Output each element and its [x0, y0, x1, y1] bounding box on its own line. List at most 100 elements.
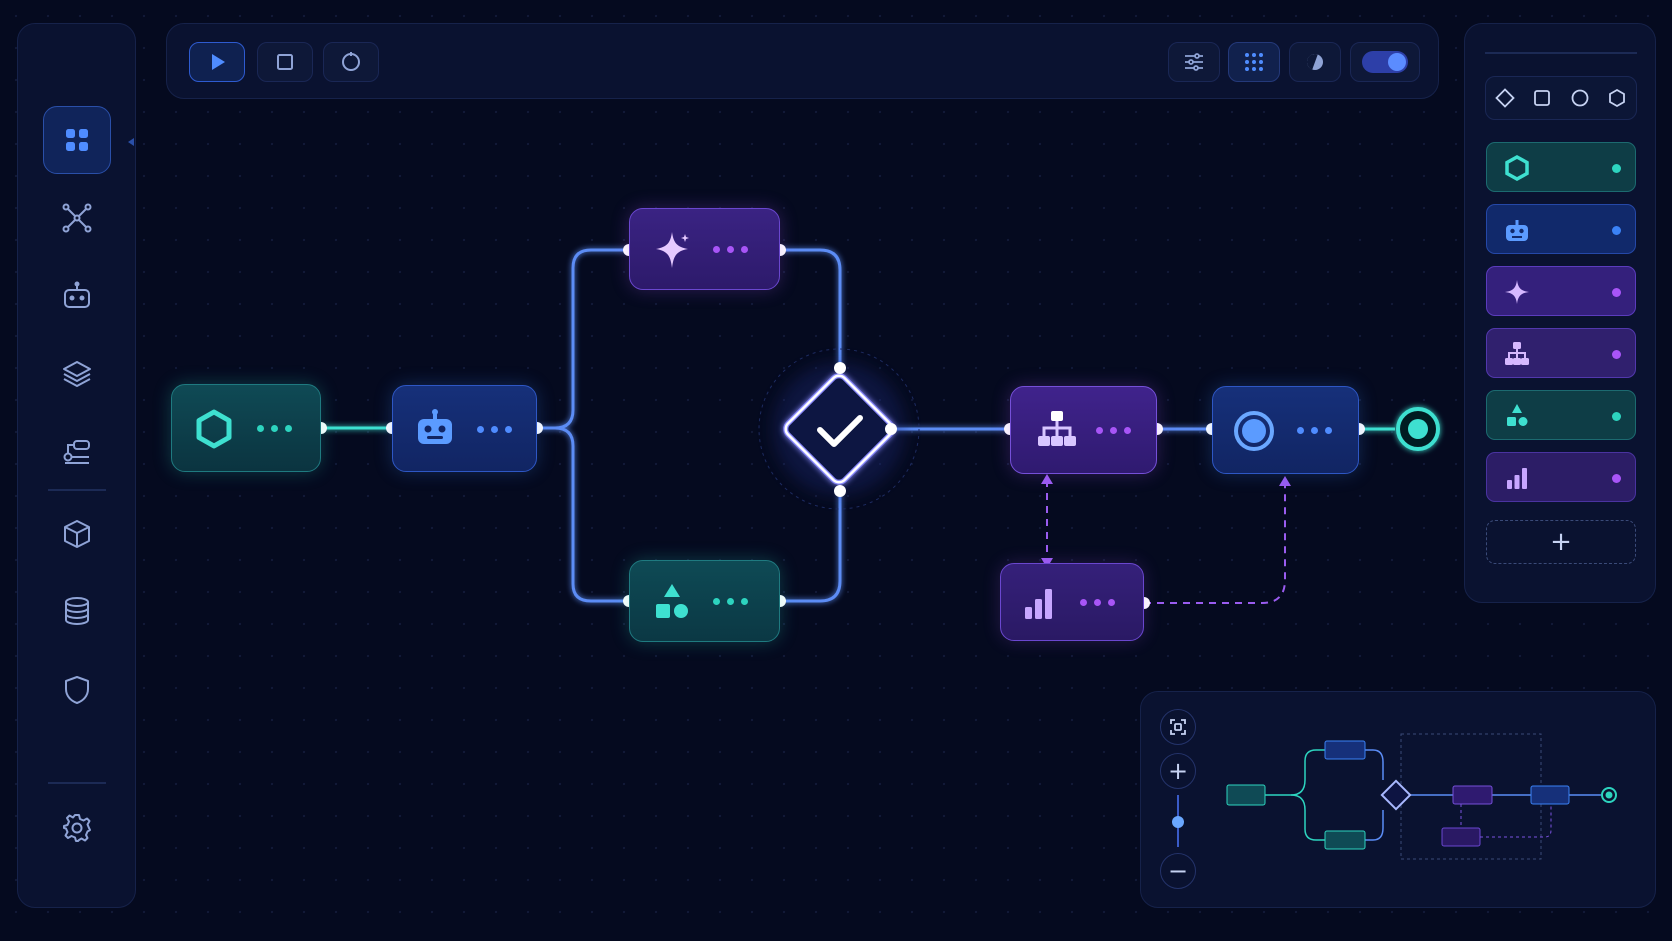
- minimap-preview: [1226, 733, 1617, 860]
- node-menu-dots[interactable]: [713, 246, 748, 253]
- palette-item-classify[interactable]: [1486, 390, 1636, 440]
- grid-button[interactable]: [1228, 42, 1280, 82]
- palette-dot: [1612, 350, 1621, 359]
- analytics-node[interactable]: [1000, 563, 1144, 641]
- edge-agent-generate: [537, 248, 630, 430]
- edge-analytics-output: [1144, 482, 1286, 604]
- palette-item-agent[interactable]: [1486, 204, 1636, 254]
- square-icon[interactable]: [1531, 87, 1553, 109]
- target-icon: [1234, 411, 1274, 451]
- play-button[interactable]: [189, 42, 245, 82]
- network-icon: [62, 203, 92, 233]
- port[interactable]: [834, 362, 846, 374]
- decision-node[interactable]: [758, 348, 920, 510]
- add-node-label: +: [1550, 527, 1572, 557]
- generate-node[interactable]: [629, 208, 780, 290]
- sparkle-icon: [1505, 280, 1529, 304]
- sidebar-item-settings[interactable]: [43, 794, 111, 862]
- stop-button[interactable]: [257, 42, 313, 82]
- node-menu-dots[interactable]: [257, 425, 292, 432]
- shape-tabs: [1485, 76, 1637, 120]
- database-icon: [65, 597, 89, 626]
- trigger-node[interactable]: [171, 384, 321, 472]
- node-menu-dots[interactable]: [1080, 599, 1115, 606]
- port[interactable]: [885, 423, 897, 435]
- robot-icon: [64, 281, 90, 308]
- sidebar-item-network[interactable]: [43, 184, 111, 252]
- end-node[interactable]: [1396, 407, 1440, 451]
- robot-icon: [418, 409, 452, 444]
- node-menu-dots[interactable]: [1297, 427, 1332, 434]
- hexagon-icon: [196, 409, 232, 449]
- stop-icon: [277, 54, 293, 70]
- sidebar-item-workflow[interactable]: [43, 418, 111, 486]
- port[interactable]: [834, 485, 846, 497]
- node-palette: +: [1464, 23, 1656, 603]
- palette-dot: [1612, 412, 1621, 421]
- router-node[interactable]: [1010, 386, 1157, 474]
- layers-icon: [63, 361, 91, 387]
- toggle-track: [1362, 51, 1408, 73]
- hierarchy-icon: [1038, 411, 1076, 446]
- circle-icon: [342, 52, 360, 71]
- palette-dot: [1612, 226, 1621, 235]
- play-icon: [212, 54, 225, 70]
- contrast-icon: [1307, 54, 1323, 70]
- node-menu-dots[interactable]: [1096, 427, 1131, 434]
- palette-item-generate[interactable]: [1486, 266, 1636, 316]
- edge-classify-decision: [780, 492, 842, 603]
- edge-generate-decision: [780, 248, 842, 366]
- zoom-slider-handle[interactable]: [1172, 816, 1184, 828]
- zoom-in-button[interactable]: +: [1160, 753, 1196, 789]
- dashboard-icon: [66, 129, 88, 151]
- zoom-out-label: −: [1167, 857, 1189, 885]
- palette-item-trigger[interactable]: [1486, 142, 1636, 192]
- shapes-icon: [1507, 404, 1528, 426]
- agent-node[interactable]: [392, 385, 537, 472]
- grid-icon: [1245, 53, 1263, 71]
- sidebar-divider: [48, 489, 106, 491]
- hierarchy-icon: [1505, 342, 1529, 365]
- cube-icon: [64, 520, 90, 548]
- sliders-icon: [1185, 53, 1203, 71]
- zoom-out-button[interactable]: −: [1160, 853, 1196, 889]
- gear-icon: [63, 814, 91, 842]
- arrow-up: [1279, 476, 1291, 486]
- sidebar-item-database[interactable]: [43, 577, 111, 645]
- classify-node[interactable]: [629, 560, 780, 642]
- active-indicator: [128, 138, 134, 146]
- sidebar-item-packages[interactable]: [43, 500, 111, 568]
- palette-dot: [1612, 288, 1621, 297]
- palette-dot: [1612, 164, 1621, 173]
- sidebar-divider: [48, 782, 106, 784]
- palette-item-analytics[interactable]: [1486, 452, 1636, 502]
- hexagon-icon[interactable]: [1606, 87, 1628, 109]
- circle-icon[interactable]: [1569, 87, 1591, 109]
- output-node[interactable]: [1212, 386, 1359, 474]
- robot-icon: [1506, 220, 1528, 241]
- top-toolbar: [166, 23, 1439, 99]
- edge-agent-classify: [537, 426, 630, 603]
- add-node-button[interactable]: +: [1486, 520, 1636, 564]
- toggle-knob: [1388, 53, 1406, 71]
- theme-button[interactable]: [1289, 42, 1341, 82]
- bar-chart-icon: [1507, 468, 1527, 489]
- reset-button[interactable]: [323, 42, 379, 82]
- sidebar-item-agents[interactable]: [43, 262, 111, 330]
- filters-button[interactable]: [1168, 42, 1220, 82]
- check-icon: [817, 415, 863, 447]
- zoom-in-label: +: [1167, 757, 1189, 785]
- diamond-icon[interactable]: [1494, 87, 1516, 109]
- sidebar-item-security[interactable]: [43, 656, 111, 724]
- sidebar-item-layers[interactable]: [43, 340, 111, 408]
- bar-chart-icon: [1025, 589, 1052, 619]
- workflow-icon: [63, 440, 90, 464]
- fit-view-button[interactable]: [1160, 709, 1196, 745]
- node-menu-dots[interactable]: [713, 598, 748, 605]
- palette-item-router[interactable]: [1486, 328, 1636, 378]
- node-menu-dots[interactable]: [477, 426, 512, 433]
- arrow-up: [1041, 474, 1053, 484]
- shapes-icon: [656, 584, 688, 618]
- sidebar-item-dashboard[interactable]: [43, 106, 111, 174]
- toggle-switch[interactable]: [1350, 42, 1420, 82]
